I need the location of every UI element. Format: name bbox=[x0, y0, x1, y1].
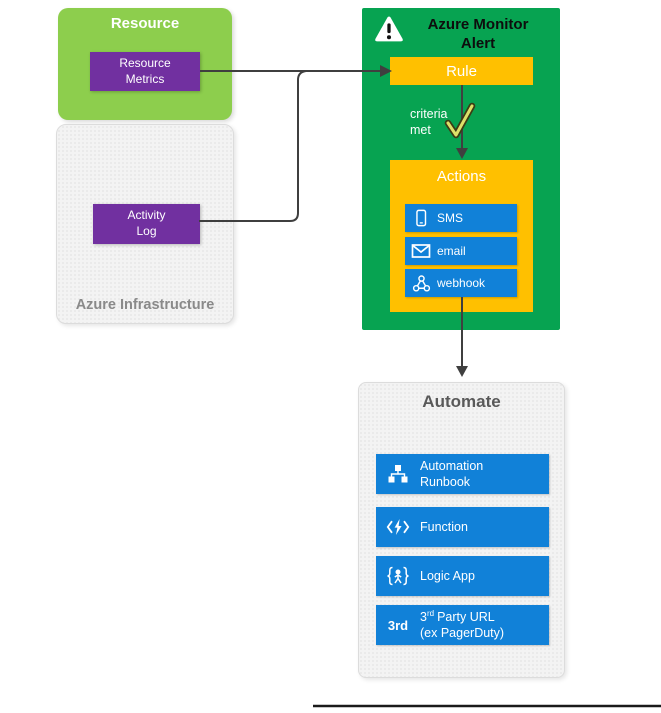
resource-group-title: Resource bbox=[110, 15, 180, 32]
action-sms-node: SMS bbox=[405, 204, 517, 232]
criteria-label-line1: criteria bbox=[410, 107, 448, 121]
action-sms-label: SMS bbox=[437, 211, 464, 225]
azure-monitor-alert-group: Azure Monitor Alert Rule criteria met Ac… bbox=[362, 8, 560, 330]
actions-group-title: Actions bbox=[436, 168, 487, 185]
monitor-title-line1: Azure Monitor bbox=[427, 16, 529, 33]
rule-node: Rule bbox=[390, 57, 533, 85]
actions-group: Actions SMS email bbox=[390, 160, 533, 312]
criteria-met-label: criteria met bbox=[410, 106, 448, 139]
azure-infrastructure-group: Activity Log Azure Infrastructure bbox=[56, 124, 234, 324]
action-webhook-label: webhook bbox=[437, 276, 486, 290]
azure-infrastructure-title: Azure Infrastructure bbox=[75, 297, 215, 313]
logic-app-label: Logic App bbox=[420, 568, 475, 583]
resource-metrics-label-line1: Resource bbox=[119, 55, 171, 70]
rule-label: Rule bbox=[446, 62, 477, 80]
activity-log-node: Activity Log bbox=[93, 204, 200, 244]
webhook-icon bbox=[405, 274, 437, 293]
criteria-label-line2: met bbox=[410, 123, 431, 138]
arrowhead-into-automate bbox=[456, 366, 468, 377]
automation-runbook-node: Automation Runbook bbox=[376, 454, 549, 494]
function-label: Function bbox=[420, 519, 468, 534]
automate-group-title: Automate bbox=[422, 392, 501, 411]
resource-metrics-node: Resource Metrics bbox=[90, 52, 200, 91]
resource-metrics-label-line2: Metrics bbox=[125, 71, 165, 86]
third-party-label-line2: (ex PagerDuty) bbox=[420, 626, 505, 641]
activity-log-label-line1: Activity bbox=[127, 208, 166, 223]
automate-group: Automate Automation Runbook bbox=[358, 382, 565, 678]
monitor-title-line2: Alert bbox=[460, 34, 496, 52]
warning-triangle-icon bbox=[375, 16, 403, 42]
action-email-label: email bbox=[437, 244, 466, 258]
function-node: Function bbox=[376, 507, 549, 547]
logic-app-node: Logic App bbox=[376, 556, 549, 596]
envelope-icon bbox=[405, 242, 437, 260]
automation-runbook-label-line1: Automation bbox=[420, 458, 484, 473]
monitor-group-title: Azure Monitor Alert bbox=[408, 16, 548, 54]
org-chart-icon bbox=[376, 464, 420, 484]
activity-log-label-line2: Log bbox=[136, 224, 157, 238]
logic-app-icon bbox=[376, 566, 420, 586]
automation-runbook-label-line2: Runbook bbox=[420, 475, 471, 489]
3rd-party-badge: 3rd bbox=[387, 617, 409, 633]
phone-icon bbox=[405, 208, 437, 228]
action-webhook-node: webhook bbox=[405, 269, 517, 297]
resource-group: Resource Resource Metrics bbox=[58, 8, 232, 120]
action-email-node: email bbox=[405, 237, 517, 265]
function-icon bbox=[376, 518, 420, 536]
